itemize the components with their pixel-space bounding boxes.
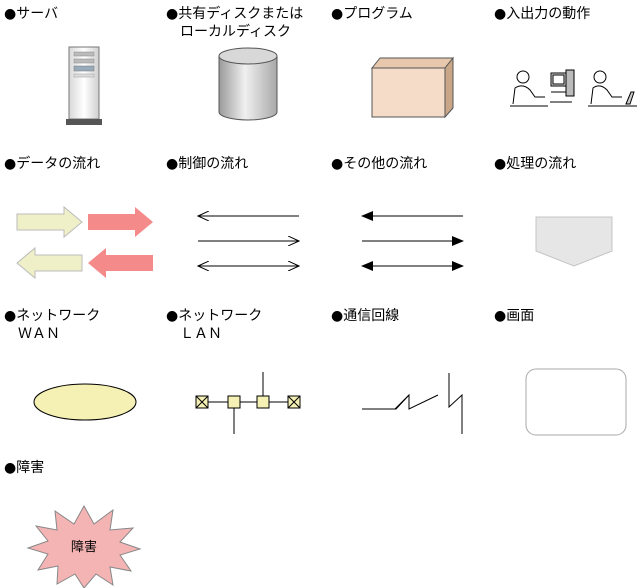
label-network-wan: ●ネットワーク ＷＡＮ <box>4 308 101 342</box>
label-process-flow: ●処理の流れ <box>494 156 577 172</box>
fault-burst-label: 障害 <box>71 539 97 555</box>
lan-network-icon <box>195 372 301 434</box>
label-network-lan: ●ネットワーク ＬＡＮ <box>166 308 263 342</box>
program-box-icon <box>370 56 455 119</box>
label-shared-disk: ●共有ディスクまたは ローカルディスク <box>166 6 304 40</box>
bullet-icon: ● <box>166 308 179 324</box>
control-flow-icon <box>198 216 299 266</box>
bullet-icon: ● <box>4 6 17 22</box>
label-fault: ●障害 <box>4 460 45 476</box>
data-flow-icon <box>16 205 153 280</box>
bullet-icon: ● <box>331 6 344 22</box>
bullet-icon: ● <box>4 460 17 476</box>
bullet-icon: ● <box>4 308 17 324</box>
label-screen: ●画面 <box>494 308 535 324</box>
label-io-operation: ●入出力の動作 <box>494 6 591 22</box>
io-operation-icon <box>510 69 637 107</box>
label-data-flow: ●データの流れ <box>4 156 101 172</box>
disk-icon <box>218 47 278 121</box>
comm-line-icon <box>362 373 463 434</box>
bullet-icon: ● <box>494 6 507 22</box>
bullet-icon: ● <box>4 156 17 172</box>
screen-icon <box>525 368 627 436</box>
bullet-icon: ● <box>494 308 507 324</box>
bullet-icon: ● <box>166 156 179 172</box>
label-server: ●サーバ <box>4 6 59 22</box>
label-control-flow: ●制御の流れ <box>166 156 249 172</box>
wan-ellipse-icon <box>33 383 137 421</box>
other-flow-icon <box>361 211 464 271</box>
bullet-icon: ● <box>494 156 507 172</box>
label-program: ●プログラム <box>331 6 413 22</box>
bullet-icon: ● <box>166 6 179 22</box>
server-icon <box>66 46 102 125</box>
fault-burst-icon: 障害 <box>26 504 142 588</box>
label-other-flow: ●その他の流れ <box>331 156 428 172</box>
bullet-icon: ● <box>331 156 344 172</box>
label-comm-line: ●通信回線 <box>331 308 400 324</box>
process-flow-icon <box>535 216 613 267</box>
bullet-icon: ● <box>331 308 344 324</box>
